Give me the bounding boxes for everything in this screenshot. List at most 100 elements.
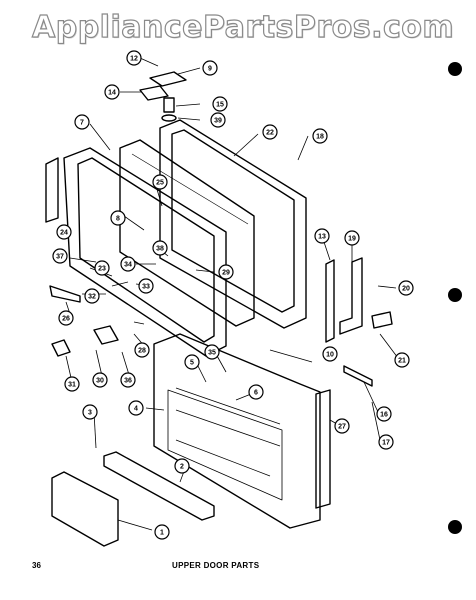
callout-number: 29	[222, 270, 230, 277]
callout-number: 7	[80, 120, 84, 127]
callout-circle	[56, 224, 72, 240]
callout-circle	[58, 310, 74, 326]
inner-door-liner	[153, 333, 321, 529]
callout-2: 2	[174, 458, 190, 474]
callout-number: 10	[326, 352, 334, 359]
callout-28: 28	[134, 342, 150, 358]
callout-circle	[52, 248, 68, 264]
callout-circle	[314, 228, 330, 244]
callout-9: 9	[202, 60, 218, 76]
callout-3: 3	[82, 404, 98, 420]
callout-18: 18	[312, 128, 328, 144]
callout-19: 19	[344, 230, 360, 246]
callout-circle	[138, 278, 154, 294]
watermark-logo: AppliancePartsPros.com	[31, 9, 455, 45]
callout-20: 20	[398, 280, 414, 296]
callout-30: 30	[92, 372, 108, 388]
callout-number: 22	[266, 130, 274, 137]
callout-number: 18	[316, 134, 324, 141]
callout-25: 25	[152, 174, 168, 190]
callout-24: 24	[56, 224, 72, 240]
callout-number: 23	[98, 266, 106, 273]
callout-circle	[204, 344, 220, 360]
callout-37: 37	[52, 248, 68, 264]
callout-number: 28	[138, 348, 146, 355]
callout-circle	[376, 406, 392, 422]
callout-number: 5	[190, 360, 194, 367]
callout-33: 33	[138, 278, 154, 294]
callout-number: 39	[214, 118, 222, 125]
callout-23: 23	[94, 260, 110, 276]
callout-number: 1	[160, 530, 164, 537]
callout-circle	[174, 458, 190, 474]
callout-38: 38	[152, 240, 168, 256]
callout-34: 34	[120, 256, 136, 272]
callout-35: 35	[204, 344, 220, 360]
callout-number: 2	[180, 464, 184, 471]
top-hinge	[139, 71, 187, 122]
callout-4: 4	[128, 400, 144, 416]
binder-hole-middle	[448, 288, 462, 302]
callout-circle	[110, 210, 126, 226]
callout-circle	[378, 434, 394, 450]
door-gasket	[63, 147, 227, 357]
callout-number: 3	[88, 410, 92, 417]
callout-circle	[134, 342, 150, 358]
callout-12: 12	[126, 50, 142, 66]
callout-circle	[120, 372, 136, 388]
page-caption: UPPER DOOR PARTS	[172, 561, 260, 570]
callout-circle	[92, 372, 108, 388]
callout-number: 9	[208, 66, 212, 73]
callout-26: 26	[58, 310, 74, 326]
callout-number: 36	[124, 378, 132, 385]
callout-circle	[210, 112, 226, 128]
callout-8: 8	[110, 210, 126, 226]
callout-circle	[104, 84, 120, 100]
callout-number: 37	[56, 254, 64, 261]
callout-number: 12	[130, 56, 138, 63]
callout-circle	[248, 384, 264, 400]
callout-circle	[64, 376, 80, 392]
callout-number: 34	[124, 262, 132, 269]
callout-number: 26	[62, 316, 70, 323]
leader-lines	[65, 57, 399, 531]
callout-17: 17	[378, 434, 394, 450]
right-door-trim	[315, 389, 331, 509]
clip	[343, 365, 373, 387]
callout-number: 16	[380, 412, 388, 419]
side-trim	[45, 157, 59, 223]
callout-number: 20	[402, 286, 410, 293]
callout-10: 10	[322, 346, 338, 362]
callout-number: 25	[156, 180, 164, 187]
callout-27: 27	[334, 418, 350, 434]
callout-circle	[126, 50, 142, 66]
callout-circle	[84, 288, 100, 304]
callout-15: 15	[212, 96, 228, 112]
binder-hole-top	[448, 62, 462, 76]
callout-21: 21	[394, 352, 410, 368]
callout-32: 32	[84, 288, 100, 304]
callout-circle	[128, 400, 144, 416]
door-frame	[159, 119, 307, 329]
callout-circle	[212, 96, 228, 112]
callout-circle	[322, 346, 338, 362]
callout-number: 21	[398, 358, 406, 365]
callout-7: 7	[74, 114, 90, 130]
callout-number: 17	[382, 440, 390, 447]
callout-circle	[394, 352, 410, 368]
callout-number: 35	[208, 350, 216, 357]
callout-circle	[262, 124, 278, 140]
callout-36: 36	[120, 372, 136, 388]
callout-number: 32	[88, 294, 96, 301]
callout-circle	[152, 240, 168, 256]
callout-number: 14	[108, 90, 116, 97]
door-panel	[119, 139, 255, 327]
callout-circle	[154, 524, 170, 540]
callout-number: 19	[348, 236, 356, 243]
side-brackets	[325, 257, 393, 343]
callout-14: 14	[104, 84, 120, 100]
callout-group: 1234567891012131415161718192021222324252…	[52, 50, 414, 540]
callout-circle	[94, 260, 110, 276]
callout-31: 31	[64, 376, 80, 392]
callout-number: 31	[68, 382, 76, 389]
